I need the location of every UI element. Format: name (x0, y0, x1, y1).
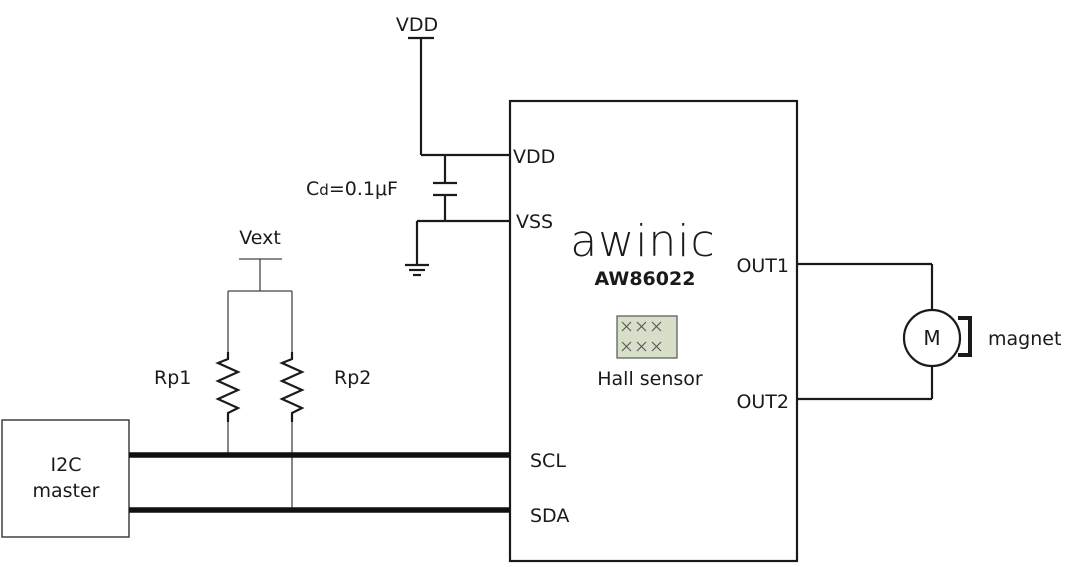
i2c-master-label-line2: master (32, 480, 99, 502)
ground-icon (405, 263, 429, 277)
capacitor-label-subscript: d (319, 181, 329, 199)
vdd-supply-wiring (408, 36, 510, 265)
magnet-icon (958, 316, 972, 357)
resistor-rp2-icon (279, 352, 305, 422)
vext-label: Vext (239, 227, 281, 249)
motor-symbol: M (923, 326, 940, 350)
hall-sensor-label: Hall sensor (597, 368, 703, 390)
resistor-rp1-icon (215, 352, 241, 422)
pin-vdd-label: VDD (513, 146, 555, 168)
resistor-rp1-label: Rp1 (154, 367, 191, 389)
magnet-label: magnet (988, 328, 1061, 350)
capacitor-label-prefix: C (306, 178, 319, 200)
hall-sensor-icon (616, 315, 678, 359)
vext-supply-wiring (227, 258, 293, 510)
part-number: AW86022 (595, 268, 696, 290)
motor-icon (902, 308, 962, 368)
pin-out1-label: OUT1 (736, 255, 789, 277)
capacitor-label-value: =0.1μF (329, 178, 398, 200)
i2c-master-label-line1: I2C (51, 454, 82, 476)
resistor-rp2-label: Rp2 (334, 367, 371, 389)
motor-wiring (797, 262, 934, 401)
capacitor-icon (433, 181, 457, 197)
pin-out2-label: OUT2 (736, 391, 789, 413)
pin-vss-label: VSS (516, 211, 553, 233)
pin-scl-label: SCL (530, 450, 566, 472)
brand-logo: awinic (570, 216, 715, 267)
i2c-master-box (1, 419, 130, 538)
capacitor-label: Cd=0.1μF (306, 178, 398, 200)
vdd-supply-label: VDD (396, 14, 438, 36)
pin-sda-label: SDA (530, 505, 569, 527)
